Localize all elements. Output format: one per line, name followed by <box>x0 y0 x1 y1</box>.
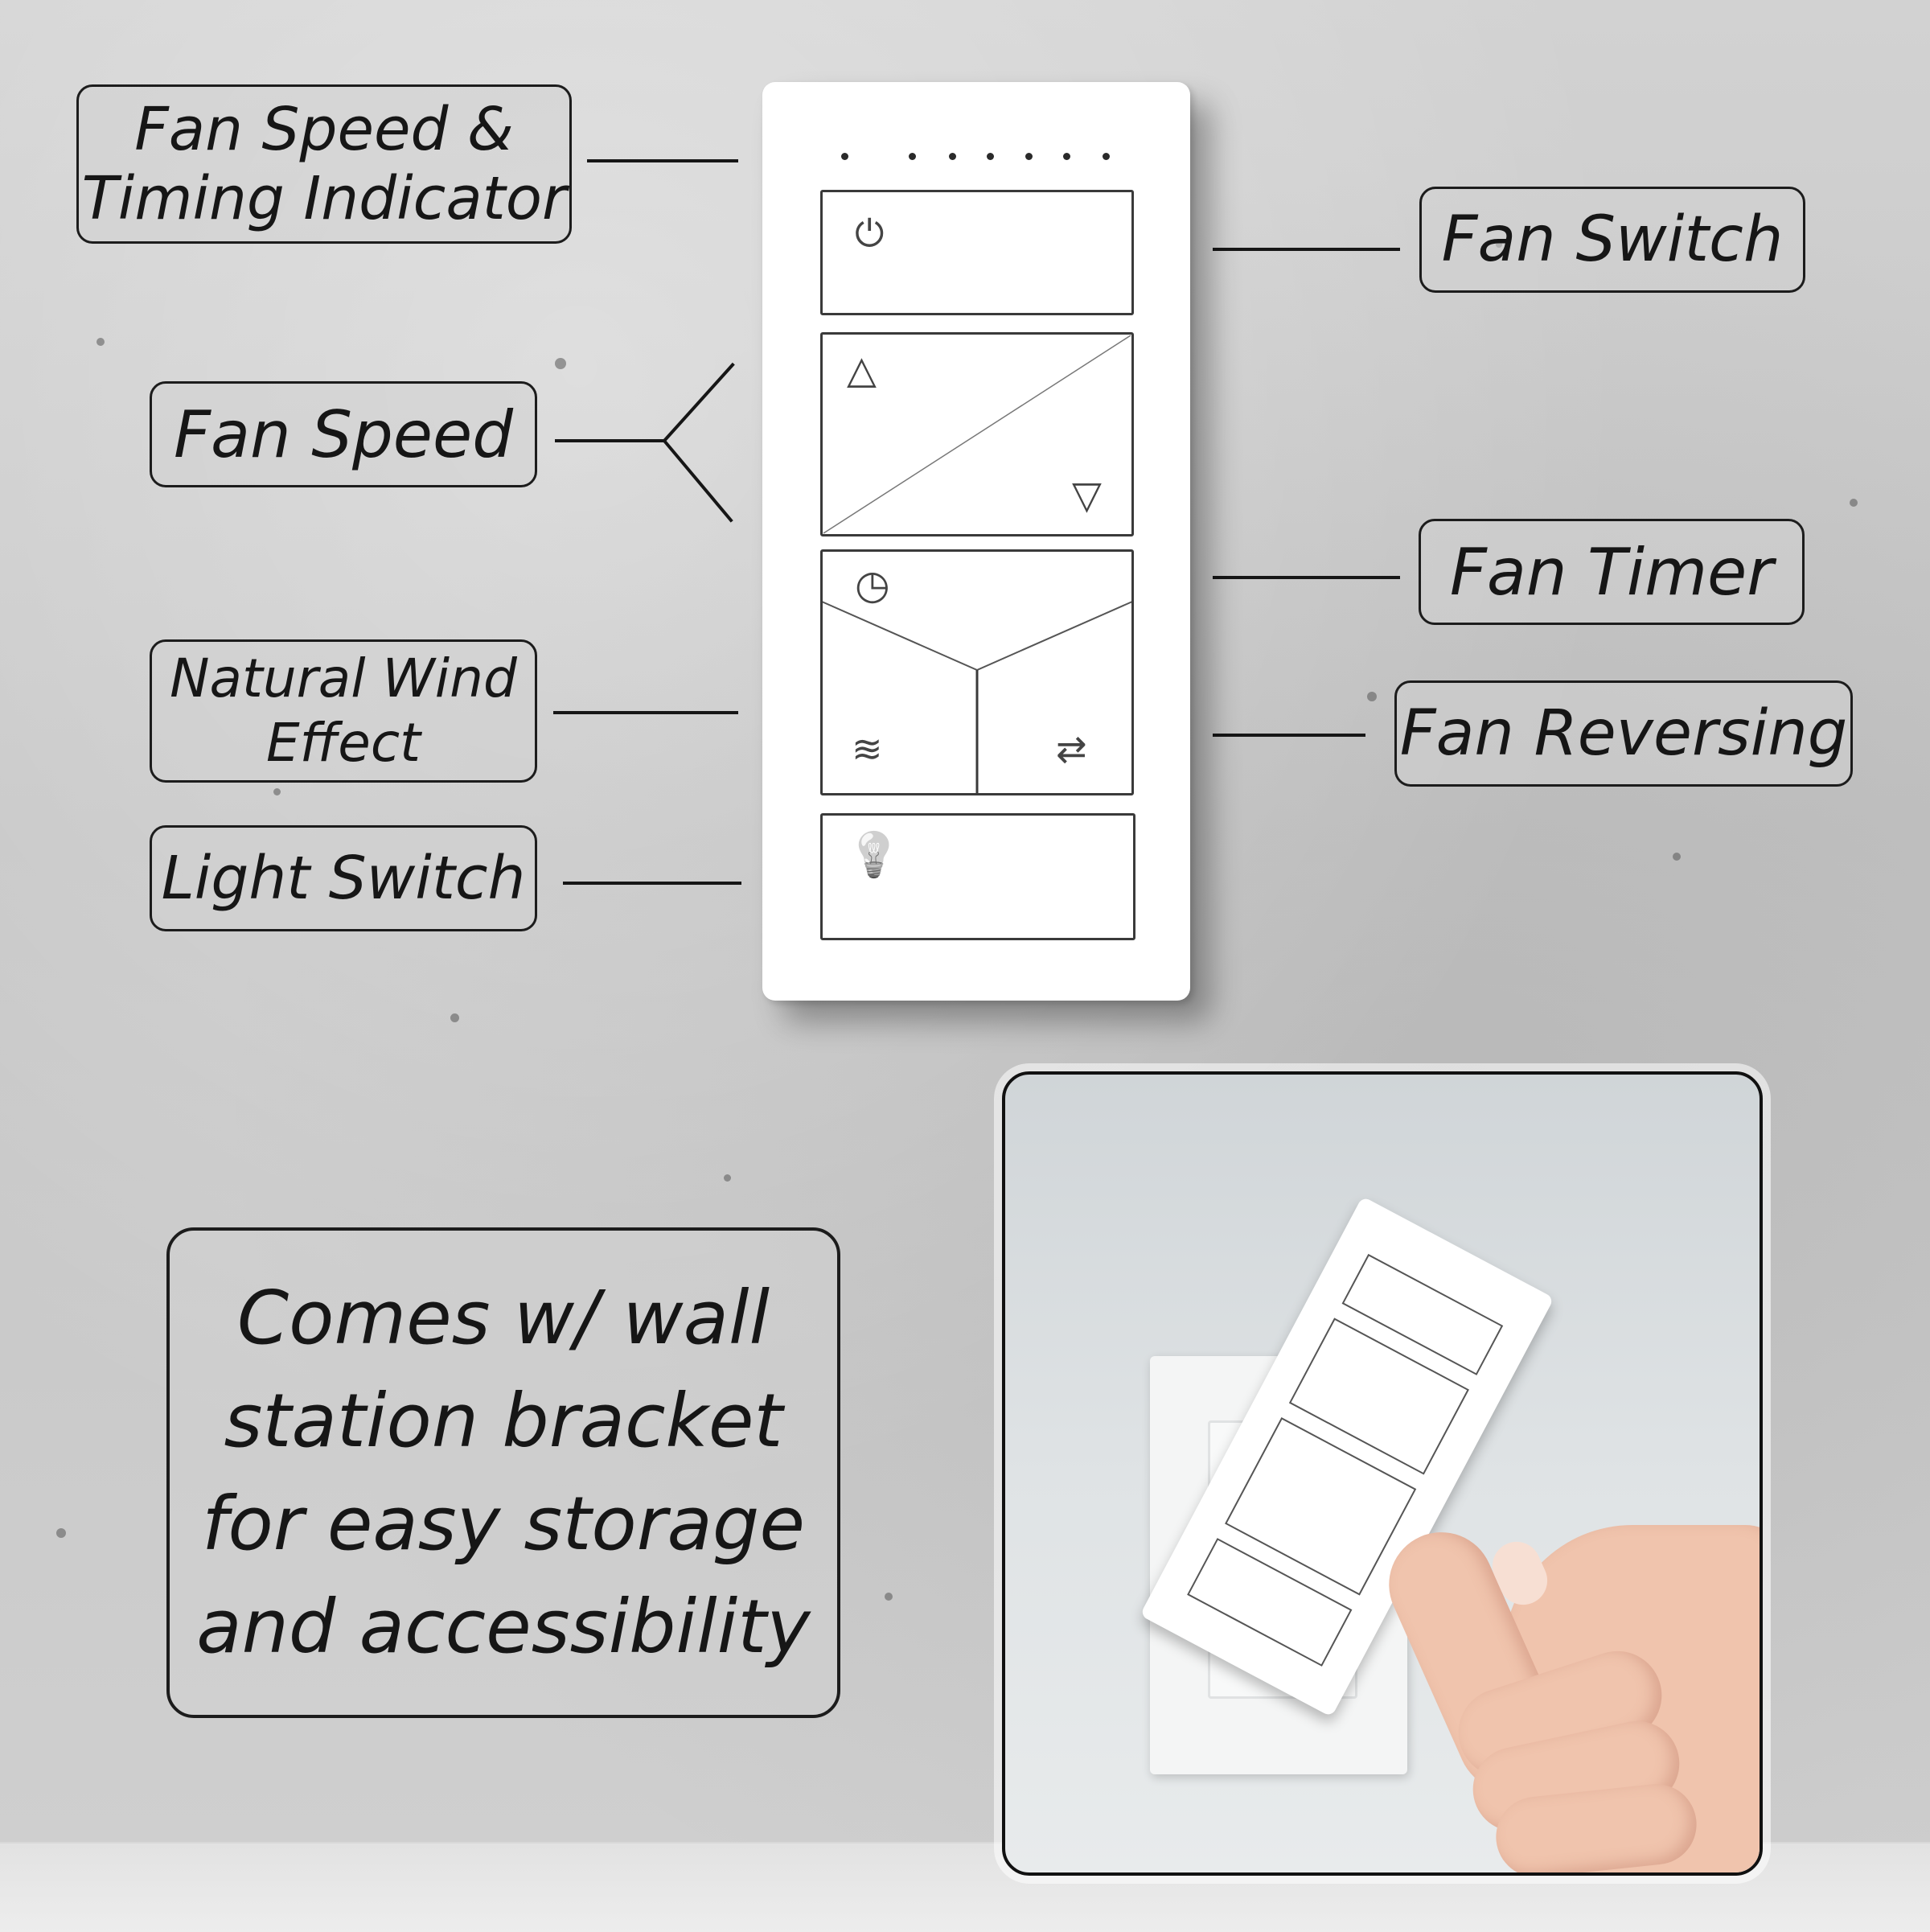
label-light-switch-text: Light Switch <box>161 844 526 913</box>
wind-icon: ≋ <box>852 727 883 771</box>
reverse-icon: ⇄ <box>1056 727 1087 771</box>
cluster-divider-lines <box>823 601 1131 793</box>
connector-line <box>553 711 738 714</box>
label-fan-switch: Fan Switch <box>1419 187 1805 293</box>
label-timing-indicator: Fan Speed & Timing Indicator <box>76 84 572 244</box>
connector-line <box>1213 248 1400 251</box>
wall-speck <box>96 338 105 346</box>
wall-speck <box>1673 853 1681 861</box>
remote-control: ⏻ △ ▽ ◷ ≋ ⇄ 💡 <box>762 82 1190 1001</box>
promo-text: Comes w/ wall station bracket for easy s… <box>196 1275 811 1670</box>
timer-wind-reverse-cluster[interactable]: ◷ ≋ ⇄ <box>820 549 1134 795</box>
label-natural-wind: Natural Wind Effect <box>150 639 537 783</box>
wall-speck <box>450 1013 459 1022</box>
indicator-led <box>841 153 848 160</box>
label-fan-reversing-text: Fan Reversing <box>1399 697 1848 770</box>
promo-text-box: Comes w/ wall station bracket for easy s… <box>166 1227 840 1718</box>
indicator-led <box>1103 153 1110 160</box>
speed-up-icon: △ <box>847 347 877 393</box>
indicator-led <box>949 153 956 160</box>
wall-speck <box>1850 499 1858 507</box>
indicator-led <box>1063 153 1070 160</box>
label-fan-timer: Fan Timer <box>1419 519 1805 625</box>
label-fan-timer-text: Fan Timer <box>1449 534 1774 610</box>
indicator-led <box>987 153 994 160</box>
photo-hand-holding-remote <box>1002 1071 1763 1876</box>
connector-line <box>1213 734 1365 737</box>
fan-speed-rocker[interactable]: △ ▽ <box>820 332 1134 536</box>
connector-line <box>563 882 741 885</box>
speed-divider-line <box>823 335 1131 534</box>
wall-speck <box>1367 692 1377 701</box>
label-light-switch: Light Switch <box>150 825 537 931</box>
wall-speck <box>555 358 566 369</box>
wall-speck <box>273 788 281 795</box>
indicator-led <box>1025 153 1033 160</box>
timer-icon: ◷ <box>855 561 890 608</box>
wall-speck <box>56 1528 66 1538</box>
wall-speck <box>724 1174 731 1182</box>
speed-down-icon: ▽ <box>1072 473 1102 518</box>
fan-power-button[interactable]: ⏻ <box>820 190 1134 315</box>
label-fan-speed-text: Fan Speed <box>174 397 513 472</box>
light-bulb-icon: 💡 <box>847 829 901 880</box>
light-switch-button[interactable]: 💡 <box>820 813 1135 940</box>
connector-line <box>555 439 664 442</box>
label-fan-reversing: Fan Reversing <box>1394 680 1853 787</box>
wall-speck <box>885 1593 893 1601</box>
connector-line <box>1213 576 1400 579</box>
label-fan-switch-text: Fan Switch <box>1441 203 1784 276</box>
label-fan-speed: Fan Speed <box>150 381 537 487</box>
label-natural-wind-text: Natural Wind Effect <box>170 647 517 774</box>
label-timing-indicator-text: Fan Speed & Timing Indicator <box>81 95 567 233</box>
connector-line <box>587 159 738 162</box>
power-icon: ⏻ <box>855 212 885 255</box>
indicator-led <box>909 153 916 160</box>
